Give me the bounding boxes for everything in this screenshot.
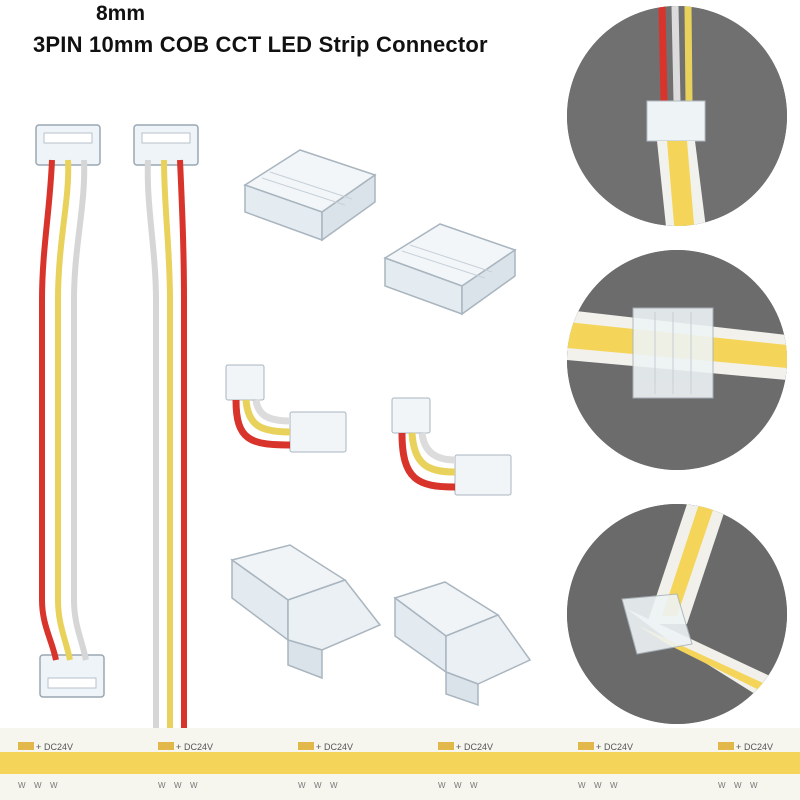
strip-pad-letter: W [190,781,198,790]
strip-plus-mark: + [596,742,601,752]
strip-pad-letter: W [18,781,26,790]
solder-pad [718,742,734,750]
strip-pad-letter: W [718,781,726,790]
strip-pad-letter: W [750,781,758,790]
strip-plus-mark: + [176,742,181,752]
solder-pad [298,742,314,750]
strip-pad-letter: W [734,781,742,790]
strip-plus-mark: + [36,742,41,752]
strip-pad-letter: W [330,781,338,790]
strip-pad-letter: W [578,781,586,790]
jumper-cable-2 [133,124,199,730]
strip-voltage-label: DC24V [184,742,213,752]
l-wire-connector-2 [391,397,512,496]
strip-pad-letter: W [610,781,618,790]
detail-photo-l-connector [567,504,787,724]
solder-pad [18,742,34,750]
straight-connector-2 [383,223,517,316]
product-title: 3PIN 10mm COB CCT LED Strip Connector [33,32,488,57]
strip-voltage-label: DC24V [604,742,633,752]
size-label: 8mm [96,2,146,25]
detail-photo-straight-connector [567,250,787,470]
l-clip-connector-2 [393,581,532,707]
l-clip-connector-1 [230,544,382,680]
strip-voltage-label: DC24V [744,742,773,752]
strip-voltage-label: DC24V [44,742,73,752]
detail-photo-wire-connector [567,6,787,226]
strip-pad-letter: W [158,781,166,790]
strip-voltage-label: DC24V [464,742,493,752]
strip-pad-letter: W [298,781,306,790]
strip-pad-letter: W [50,781,58,790]
strip-voltage-label: DC24V [324,742,353,752]
jumper-cable-1 [35,124,105,698]
strip-plus-mark: + [456,742,461,752]
strip-pad-letter: W [470,781,478,790]
strip-pad-letter: W [314,781,322,790]
strip-pad-letter: W [174,781,182,790]
solder-pad [578,742,594,750]
solder-pad [438,742,454,750]
l-wire-connector-1 [225,364,347,453]
strip-pad-letter: W [454,781,462,790]
strip-plus-mark: + [736,742,741,752]
solder-pad [158,742,174,750]
strip-pad-letter: W [34,781,42,790]
strip-pad-letter: W [438,781,446,790]
straight-connector-1 [243,149,377,242]
strip-plus-mark: + [316,742,321,752]
strip-pad-letter: W [594,781,602,790]
